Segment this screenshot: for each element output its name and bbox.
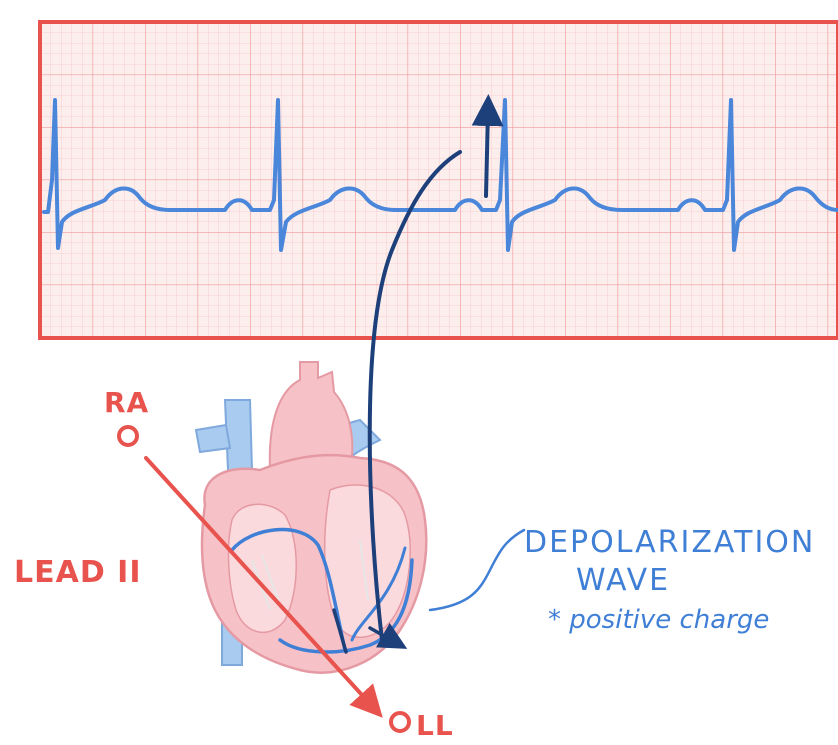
electrode-ra — [117, 425, 139, 447]
heart-illustration — [194, 361, 428, 674]
ecg-trace — [42, 98, 838, 252]
wave-label-line1: DEPOLARIZATION — [524, 525, 815, 560]
pulmonary-vein-left — [194, 423, 232, 454]
ecg-strip — [38, 20, 838, 340]
electrode-ll — [389, 711, 411, 733]
aorta — [268, 361, 354, 471]
lead-ii-line — [144, 456, 383, 718]
wave-label-line2: WAVE — [576, 563, 670, 598]
ll-label: LL — [416, 709, 454, 742]
wave-arrow-left — [230, 527, 347, 652]
signal-arrow — [367, 150, 462, 642]
label-pointer — [428, 528, 526, 612]
ecg-paper-border — [38, 20, 838, 340]
wave-arrow-bottom — [278, 558, 414, 654]
upward-arrow — [471, 94, 504, 198]
charge-note: * positive charge — [548, 605, 769, 635]
left-ventricle-chamber — [323, 484, 411, 639]
ra-label: RA — [104, 386, 149, 419]
lead-label: LEAD II — [14, 555, 142, 590]
